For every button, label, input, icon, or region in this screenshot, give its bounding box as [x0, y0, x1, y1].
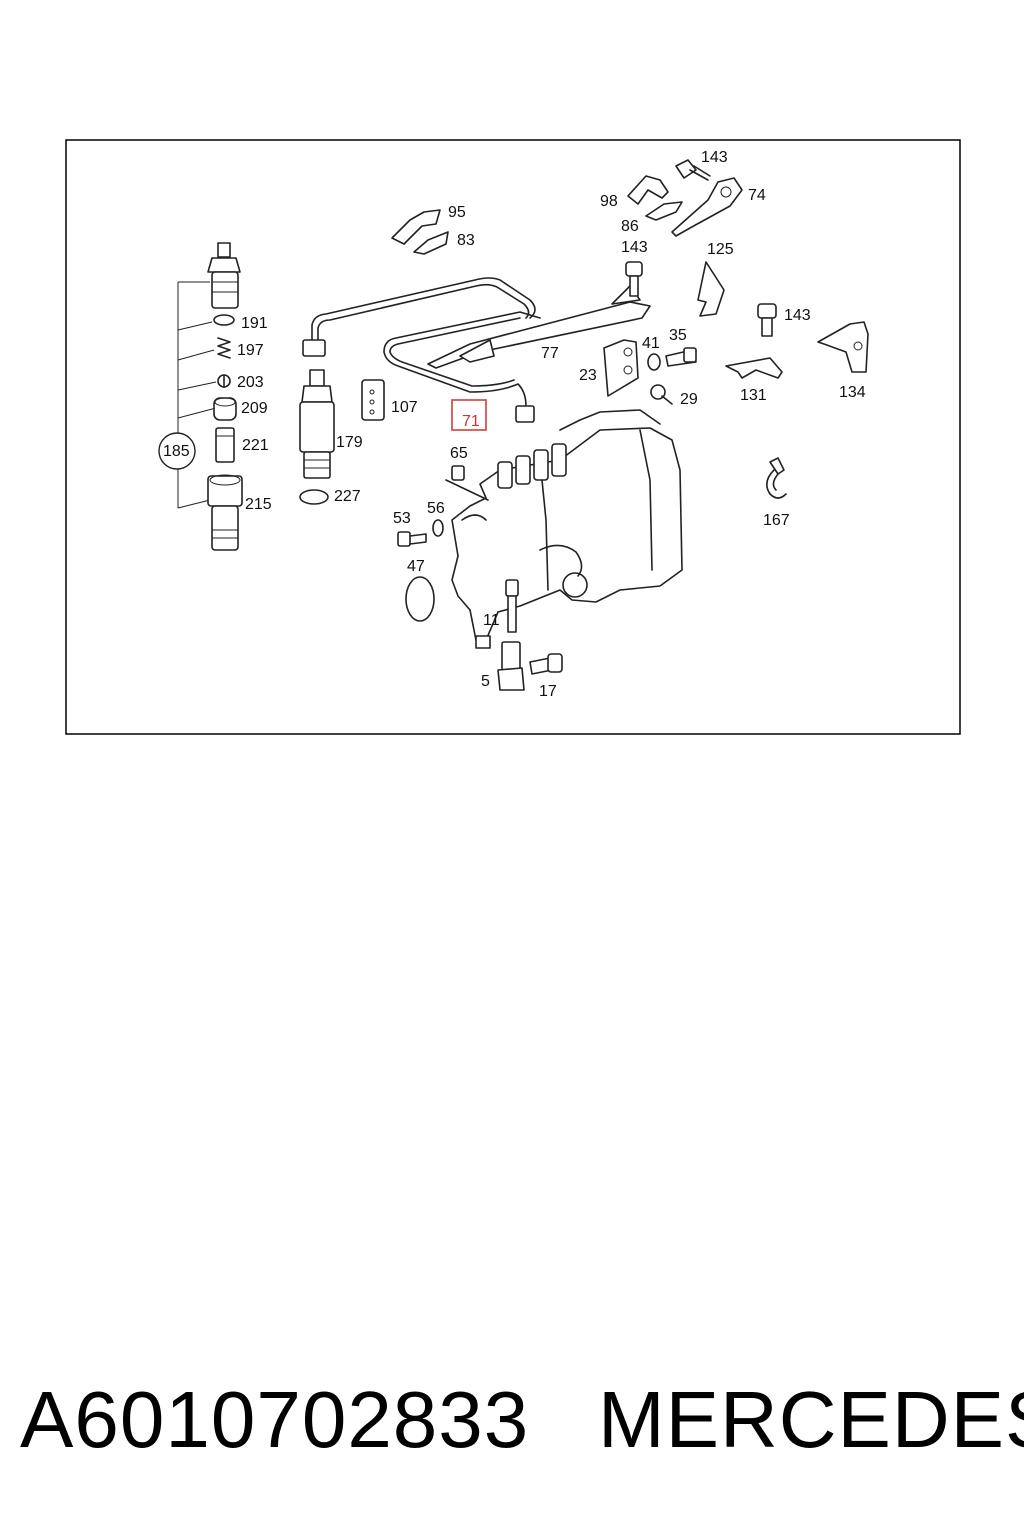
- part-bolt-143-top: [675, 159, 711, 181]
- label-17[interactable]: 17: [539, 683, 557, 700]
- part-bracket-125: [697, 261, 725, 317]
- diagram-frame: [65, 139, 961, 735]
- part-injection-pump: [445, 409, 683, 649]
- part-clamp-167: [766, 457, 787, 499]
- nozzle-group-bracket: [158, 281, 217, 509]
- part-spring-197: [217, 337, 231, 359]
- part-clamp-98: [627, 175, 669, 205]
- label-197[interactable]: 197: [237, 342, 264, 359]
- part-seal-56: [432, 519, 444, 537]
- label-131[interactable]: 131: [740, 387, 767, 404]
- label-95[interactable]: 95: [448, 204, 466, 221]
- label-56[interactable]: 56: [427, 500, 445, 517]
- label-77[interactable]: 77: [541, 345, 559, 362]
- part-bracket-134: [817, 321, 869, 373]
- label-227[interactable]: 227: [334, 488, 361, 505]
- label-209[interactable]: 209: [241, 400, 268, 417]
- label-23[interactable]: 23: [579, 367, 597, 384]
- label-125[interactable]: 125: [707, 241, 734, 258]
- label-83[interactable]: 83: [457, 232, 475, 249]
- part-clip-86: [645, 201, 683, 221]
- label-143-mid[interactable]: 143: [621, 239, 648, 256]
- part-fitting-5: [497, 641, 525, 691]
- label-134[interactable]: 134: [839, 384, 866, 401]
- part-number: A6010702833: [20, 1375, 530, 1464]
- label-74[interactable]: 74: [748, 187, 766, 204]
- label-143-right[interactable]: 143: [784, 307, 811, 324]
- highlight-box[interactable]: [451, 399, 487, 431]
- part-stud-11: [505, 579, 519, 633]
- part-bolt-29: [650, 384, 673, 405]
- part-nozzle-221: [215, 427, 235, 463]
- part-bolt-35: [665, 347, 697, 367]
- part-bolt-143-mid: [625, 261, 643, 297]
- label-167[interactable]: 167: [763, 512, 790, 529]
- brand-name: MERCEDES: [598, 1375, 1024, 1464]
- part-clip-95-83: [391, 209, 449, 255]
- part-clip-107: [361, 379, 385, 421]
- part-bracket-131: [725, 357, 783, 379]
- part-bracket-74: [671, 177, 743, 237]
- label-98[interactable]: 98: [600, 193, 618, 210]
- part-oring-47: [405, 576, 435, 622]
- footer: A6010702833 MERCEDES: [0, 1365, 1024, 1475]
- part-washer-41: [647, 353, 661, 371]
- label-11[interactable]: 11: [483, 612, 500, 629]
- group-circle: [158, 432, 196, 470]
- label-47[interactable]: 47: [407, 558, 425, 575]
- label-5[interactable]: 5: [481, 673, 490, 690]
- label-185[interactable]: 185: [163, 443, 190, 460]
- label-53[interactable]: 53: [393, 510, 411, 527]
- label-143-top[interactable]: 143: [701, 149, 728, 166]
- label-179[interactable]: 179: [336, 434, 363, 451]
- label-107[interactable]: 107: [391, 399, 418, 416]
- part-injector-179: [299, 369, 335, 479]
- label-191[interactable]: 191: [241, 315, 268, 332]
- part-screw-65: [451, 465, 465, 481]
- part-pin-203: [217, 374, 231, 388]
- part-screw-17: [529, 653, 563, 675]
- label-203[interactable]: 203: [237, 374, 264, 391]
- label-29[interactable]: 29: [680, 391, 698, 408]
- part-nut-215: [207, 474, 243, 551]
- part-bolt-143-right: [757, 303, 777, 337]
- label-221[interactable]: 221: [242, 437, 269, 454]
- part-washer-227: [299, 489, 329, 505]
- label-71-highlighted[interactable]: 71: [462, 413, 480, 430]
- label-215[interactable]: 215: [245, 496, 272, 513]
- part-nozzle-holder-top: [207, 242, 241, 309]
- label-86[interactable]: 86: [621, 218, 639, 235]
- part-washer-191: [213, 314, 235, 326]
- part-fuel-lines: [302, 277, 541, 423]
- label-41[interactable]: 41: [642, 335, 660, 352]
- part-bolt-53: [397, 531, 427, 547]
- part-spacer-209: [213, 397, 237, 421]
- label-65[interactable]: 65: [450, 445, 468, 462]
- part-bracket-23: [603, 339, 639, 397]
- label-35[interactable]: 35: [669, 327, 687, 344]
